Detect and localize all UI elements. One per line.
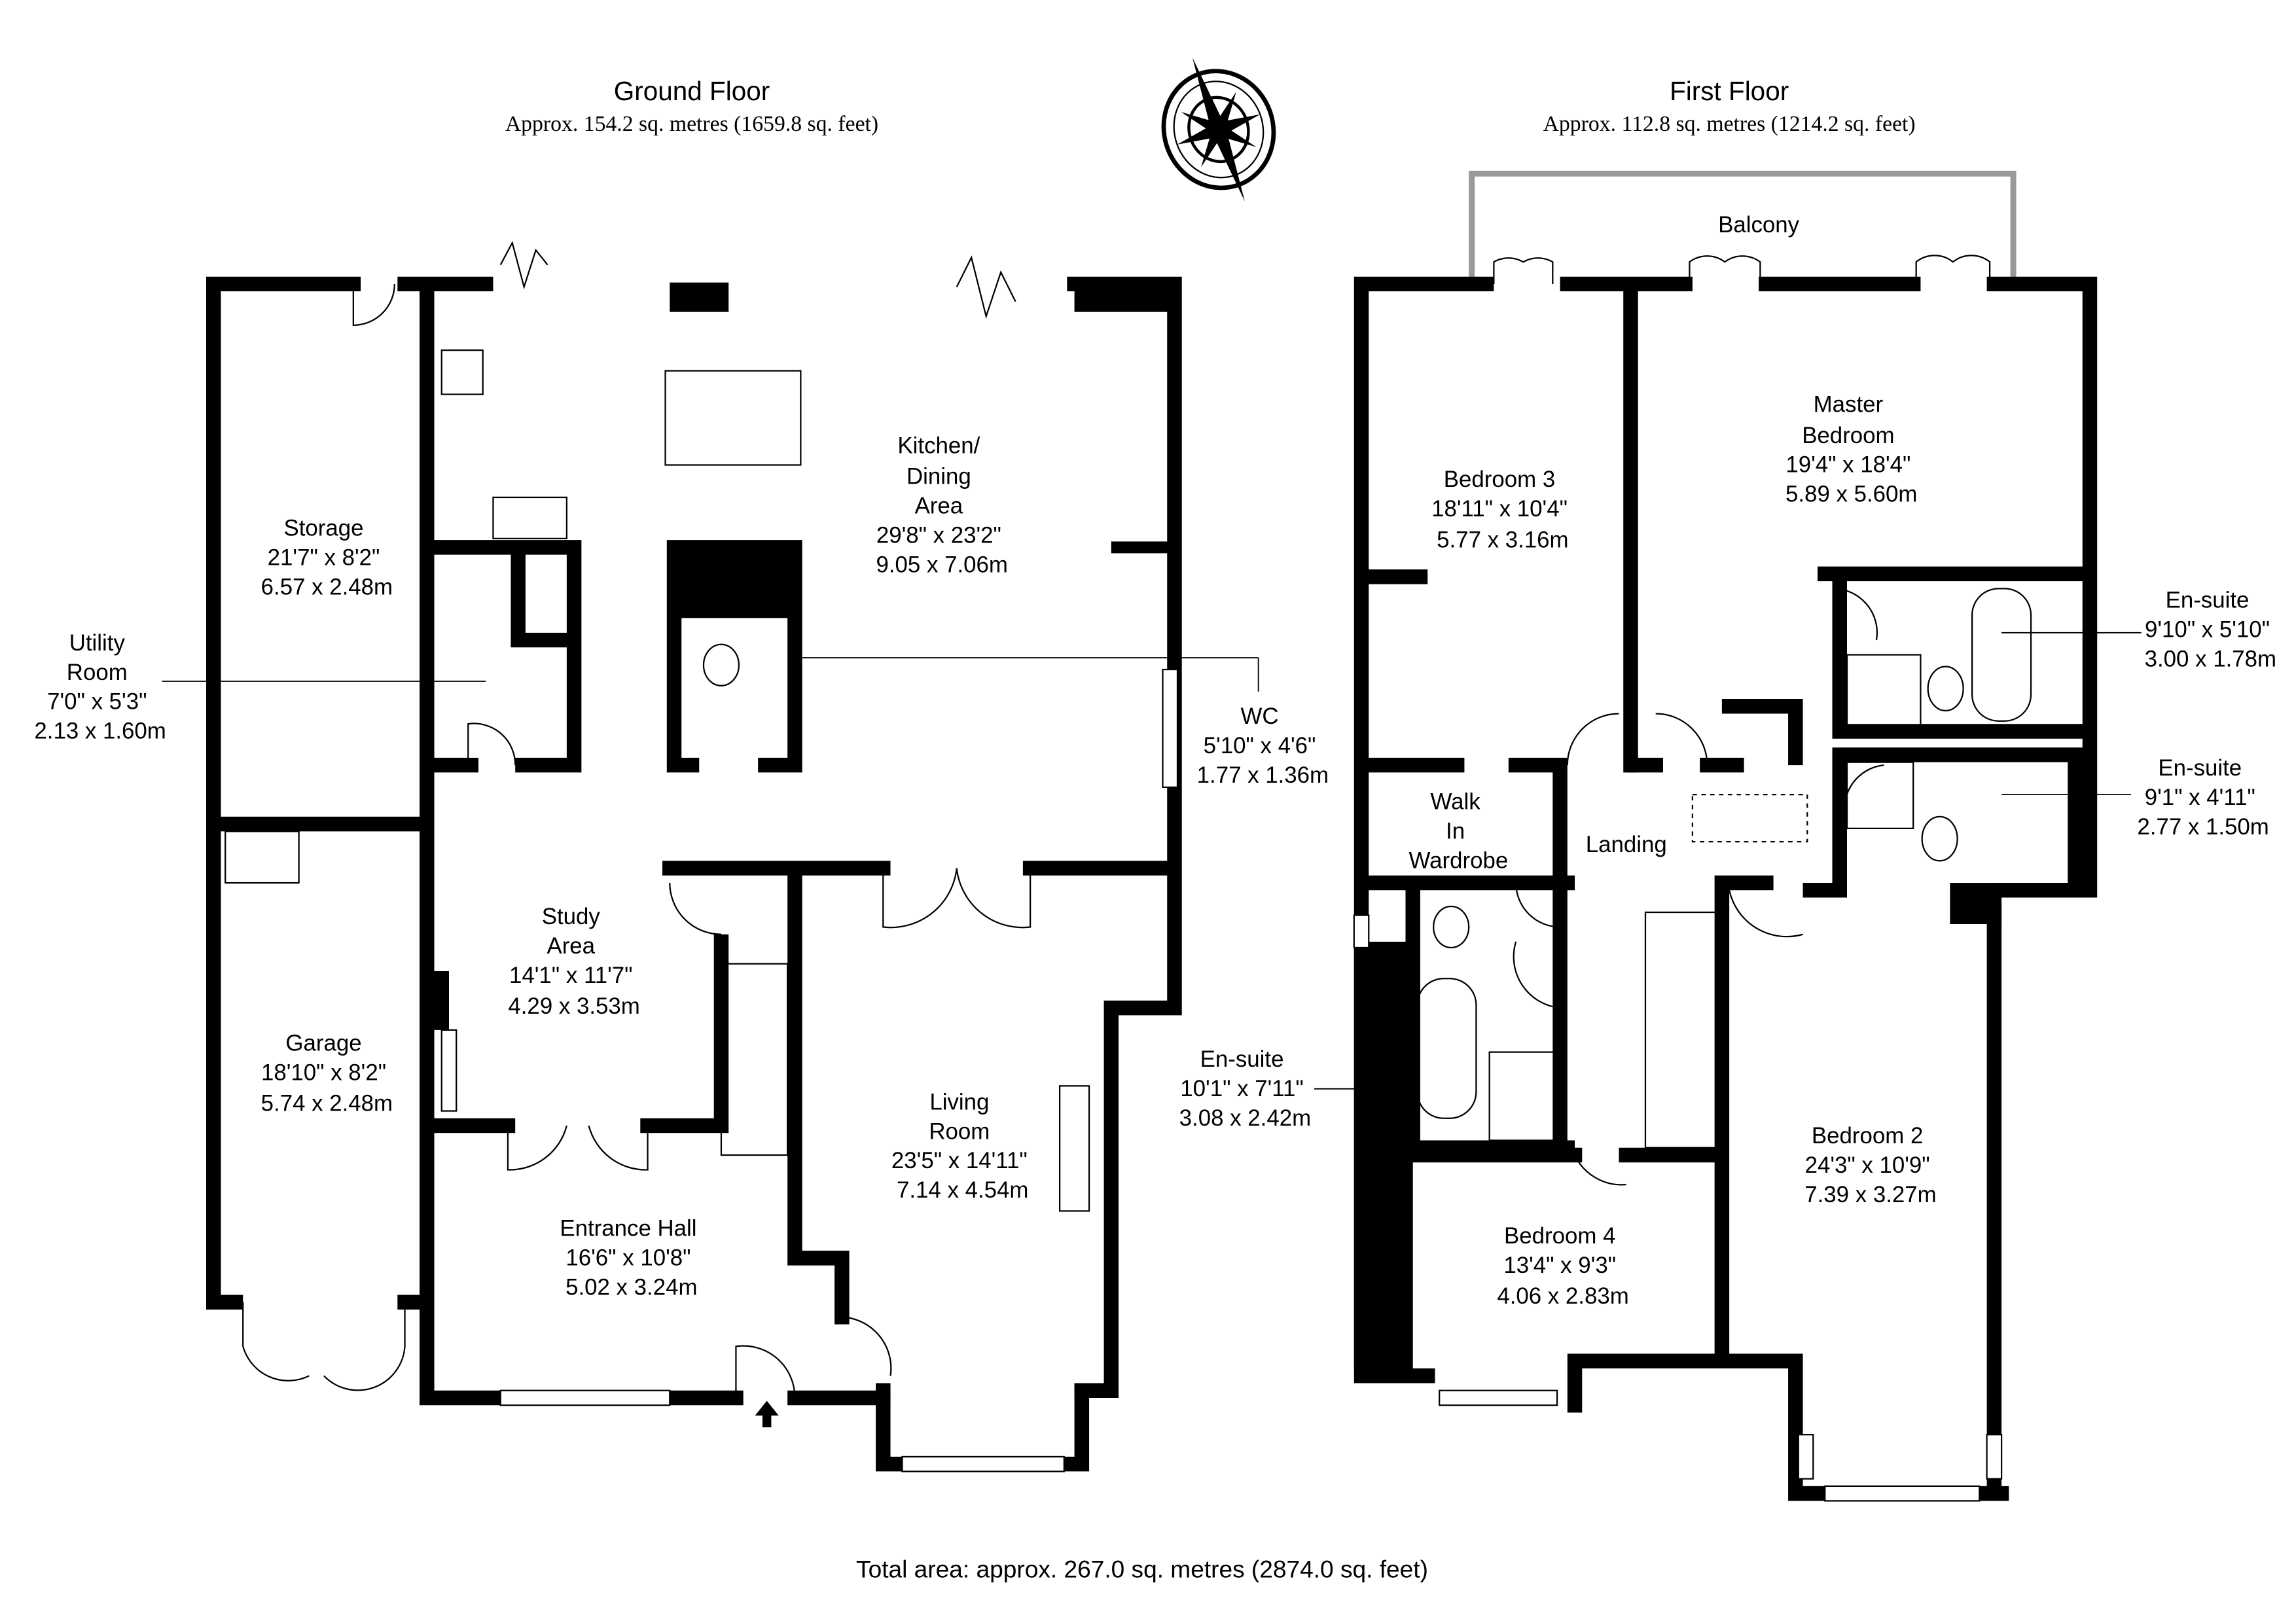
total-area: Total area: approx. 267.0 sq. metres (28… — [856, 1555, 1428, 1582]
room-utility: Utility Room 7'0" x 5'3" 2.13 x 1.60m — [34, 630, 166, 744]
room-landing: Landing — [1586, 832, 1667, 857]
first-floor-area: Approx. 112.8 sq. metres (1214.2 sq. fee… — [1543, 112, 1916, 136]
first-floor-walls — [1353, 170, 2098, 1502]
room-walk-in-wardrobe: Walk In Wardrobe — [1409, 789, 1509, 874]
room-storage: Storage 21'7" x 8'2" 6.57 x 2.48m — [261, 515, 393, 599]
room-ensuite-bedroom-3: En-suite 10'1" x 7'11" 3.08 x 2.42m — [1179, 1046, 1311, 1131]
room-ensuite-bedroom-2: En-suite 9'1" x 4'11" 2.77 x 1.50m — [2137, 755, 2269, 840]
room-living: Living Room 23'5" x 14'11" 7.14 x 4.54m — [891, 1089, 1034, 1203]
room-balcony: Balcony — [1718, 212, 1800, 238]
ground-floor-walls — [206, 240, 1182, 1472]
room-bedroom-2: Bedroom 2 24'3" x 10'9" 7.39 x 3.27m — [1804, 1123, 1936, 1207]
room-study: Study Area 14'1" x 11'7" 4.29 x 3.53m — [508, 904, 639, 1019]
compass-rose-icon — [1161, 57, 1276, 202]
room-ensuite-master: En-suite 9'10" x 5'10" 3.00 x 1.78m — [2145, 588, 2276, 672]
room-wc: WC 5'10" x 4'6" 1.77 x 1.36m — [1197, 704, 1329, 788]
room-entrance-hall: Entrance Hall 16'6" x 10'8" 5.02 x 3.24m — [560, 1216, 703, 1300]
first-floor-title: First Floor — [1670, 76, 1789, 106]
ground-floor-area: Approx. 154.2 sq. metres (1659.8 sq. fee… — [505, 112, 878, 136]
room-garage: Garage 18'10" x 8'2" 5.74 x 2.48m — [261, 1030, 393, 1116]
room-master-bedroom: Master Bedroom 19'4" x 18'4" 5.89 x 5.60… — [1785, 392, 1917, 507]
room-bedroom-3: Bedroom 3 18'11" x 10'4" 5.77 x 3.16m — [1431, 467, 1574, 552]
room-bedroom-4: Bedroom 4 13'4" x 9'3" 4.06 x 2.83m — [1497, 1223, 1628, 1309]
room-kitchen: Kitchen/ Dining Area 29'8" x 23'2" 9.05 … — [876, 433, 1007, 578]
ground-floor-title: Ground Floor — [614, 76, 770, 106]
entrance-arrow-icon — [755, 1400, 779, 1427]
